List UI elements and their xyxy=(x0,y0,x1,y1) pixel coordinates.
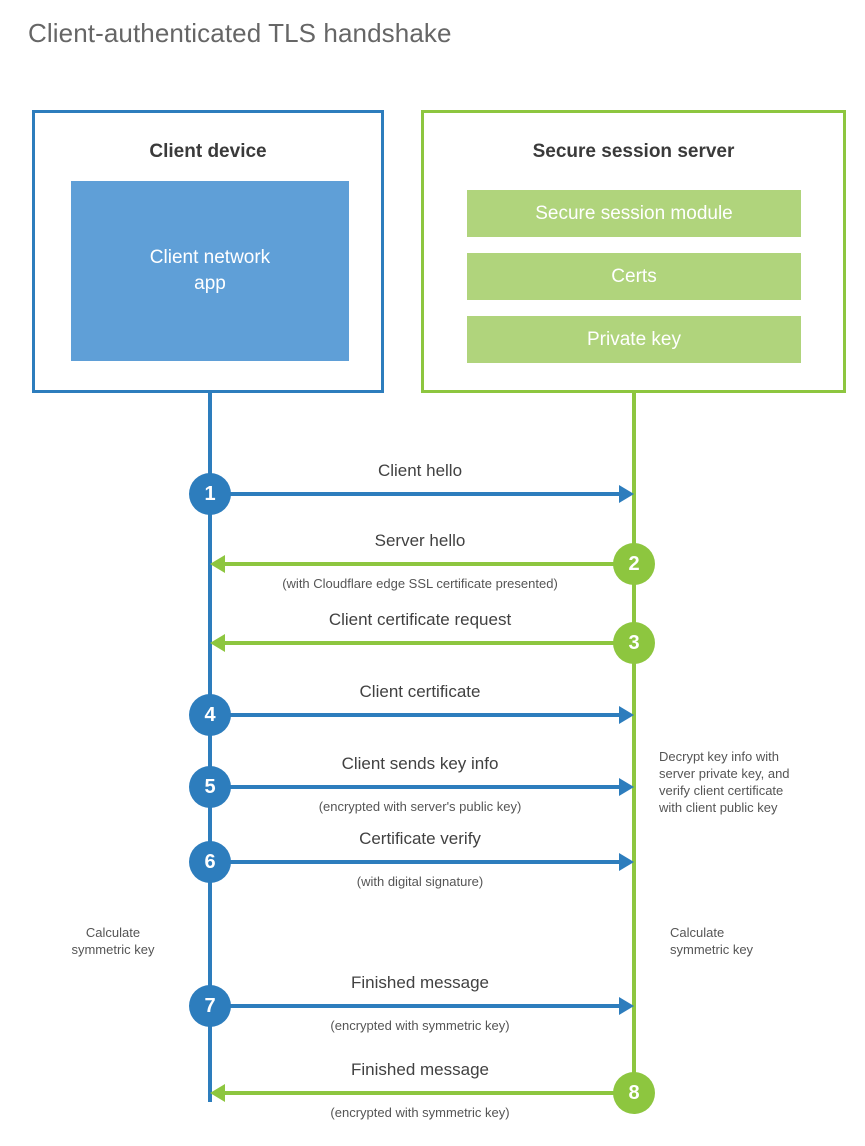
step-number-badge-3[interactable]: 3 xyxy=(613,622,655,664)
note-calculate-symmetric-key-server: Calculate symmetric key xyxy=(670,924,830,958)
client-device-title: Client device xyxy=(149,141,267,162)
note-calc-server-line-1: Calculate xyxy=(670,925,725,940)
message-label-step-8: Finished message xyxy=(351,1060,489,1079)
arrow-shaft-step-7 xyxy=(210,1004,619,1008)
server-component-certs: Certs xyxy=(467,253,801,300)
note-calc-client-line-2: symmetric key xyxy=(71,942,155,957)
message-label-step-6: Certificate verify xyxy=(359,829,481,848)
client-app-label-line1: Client network xyxy=(149,247,271,268)
message-sublabel-step-7: (encrypted with symmetric key) xyxy=(330,1018,510,1033)
arrow-head-step-4 xyxy=(619,706,634,724)
arrow-head-step-2 xyxy=(210,555,225,573)
page-title: Client-authenticated TLS handshake xyxy=(28,18,452,48)
message-sublabel-step-2: (with Cloudflare edge SSL certificate pr… xyxy=(282,576,558,591)
arrow-shaft-step-1 xyxy=(210,492,619,496)
step-number-badge-5[interactable]: 5 xyxy=(189,766,231,808)
step-number-badge-4[interactable]: 4 xyxy=(189,694,231,736)
note-calc-server-line-2: symmetric key xyxy=(670,942,754,957)
message-label-step-4: Client certificate xyxy=(359,682,481,701)
arrow-head-step-5 xyxy=(619,778,634,796)
server-lifeline xyxy=(632,393,636,1095)
note-decrypt-line-2: server private key, and xyxy=(659,766,790,781)
message-label-step-7: Finished message xyxy=(351,973,489,992)
client-app-label-line2: app xyxy=(194,273,226,294)
arrow-head-step-3 xyxy=(210,634,225,652)
step-number-badge-1[interactable]: 1 xyxy=(189,473,231,515)
arrow-head-step-8 xyxy=(210,1084,225,1102)
note-decrypt-line-1: Decrypt key info with xyxy=(659,749,779,764)
note-calculate-symmetric-key-client: Calculate symmetric key xyxy=(38,924,188,958)
client-network-app-block: Client network app xyxy=(71,181,349,361)
arrow-head-step-6 xyxy=(619,853,634,871)
server-component-secure-session-module: Secure session module xyxy=(467,190,801,237)
message-sublabel-step-5: (encrypted with server's public key) xyxy=(318,799,522,814)
client-device-box: Client device Client network app xyxy=(32,110,384,393)
arrow-shaft-step-4 xyxy=(210,713,619,717)
secure-session-server-box: Secure session server Secure session mod… xyxy=(421,110,846,393)
step-number-badge-7[interactable]: 7 xyxy=(189,985,231,1027)
message-label-step-2: Server hello xyxy=(374,531,466,550)
message-sublabel-step-8: (encrypted with symmetric key) xyxy=(330,1105,510,1120)
message-label-step-5: Client sends key info xyxy=(341,754,499,773)
arrow-head-step-1 xyxy=(619,485,634,503)
step-number-badge-6[interactable]: 6 xyxy=(189,841,231,883)
message-sublabel-step-6: (with digital signature) xyxy=(356,874,484,889)
server-component-private-key: Private key xyxy=(467,316,801,363)
arrow-head-step-7 xyxy=(619,997,634,1015)
secure-session-server-title: Secure session server xyxy=(532,141,735,162)
arrow-shaft-step-5 xyxy=(210,785,619,789)
note-decrypt-line-4: with client public key xyxy=(659,800,778,815)
arrow-shaft-step-3 xyxy=(225,641,634,645)
arrow-shaft-step-6 xyxy=(210,860,619,864)
client-lifeline xyxy=(208,393,212,1102)
step-number-badge-8[interactable]: 8 xyxy=(613,1072,655,1114)
note-decrypt-key-info: Decrypt key info with server private key,… xyxy=(659,748,849,816)
message-label-step-3: Client certificate request xyxy=(328,610,512,629)
arrow-shaft-step-8 xyxy=(225,1091,634,1095)
step-number-badge-2[interactable]: 2 xyxy=(613,543,655,585)
message-label-step-1: Client hello xyxy=(377,461,463,480)
note-decrypt-line-3: verify client certificate xyxy=(659,783,784,798)
arrow-shaft-step-2 xyxy=(225,562,634,566)
note-calc-client-line-1: Calculate xyxy=(85,925,141,940)
